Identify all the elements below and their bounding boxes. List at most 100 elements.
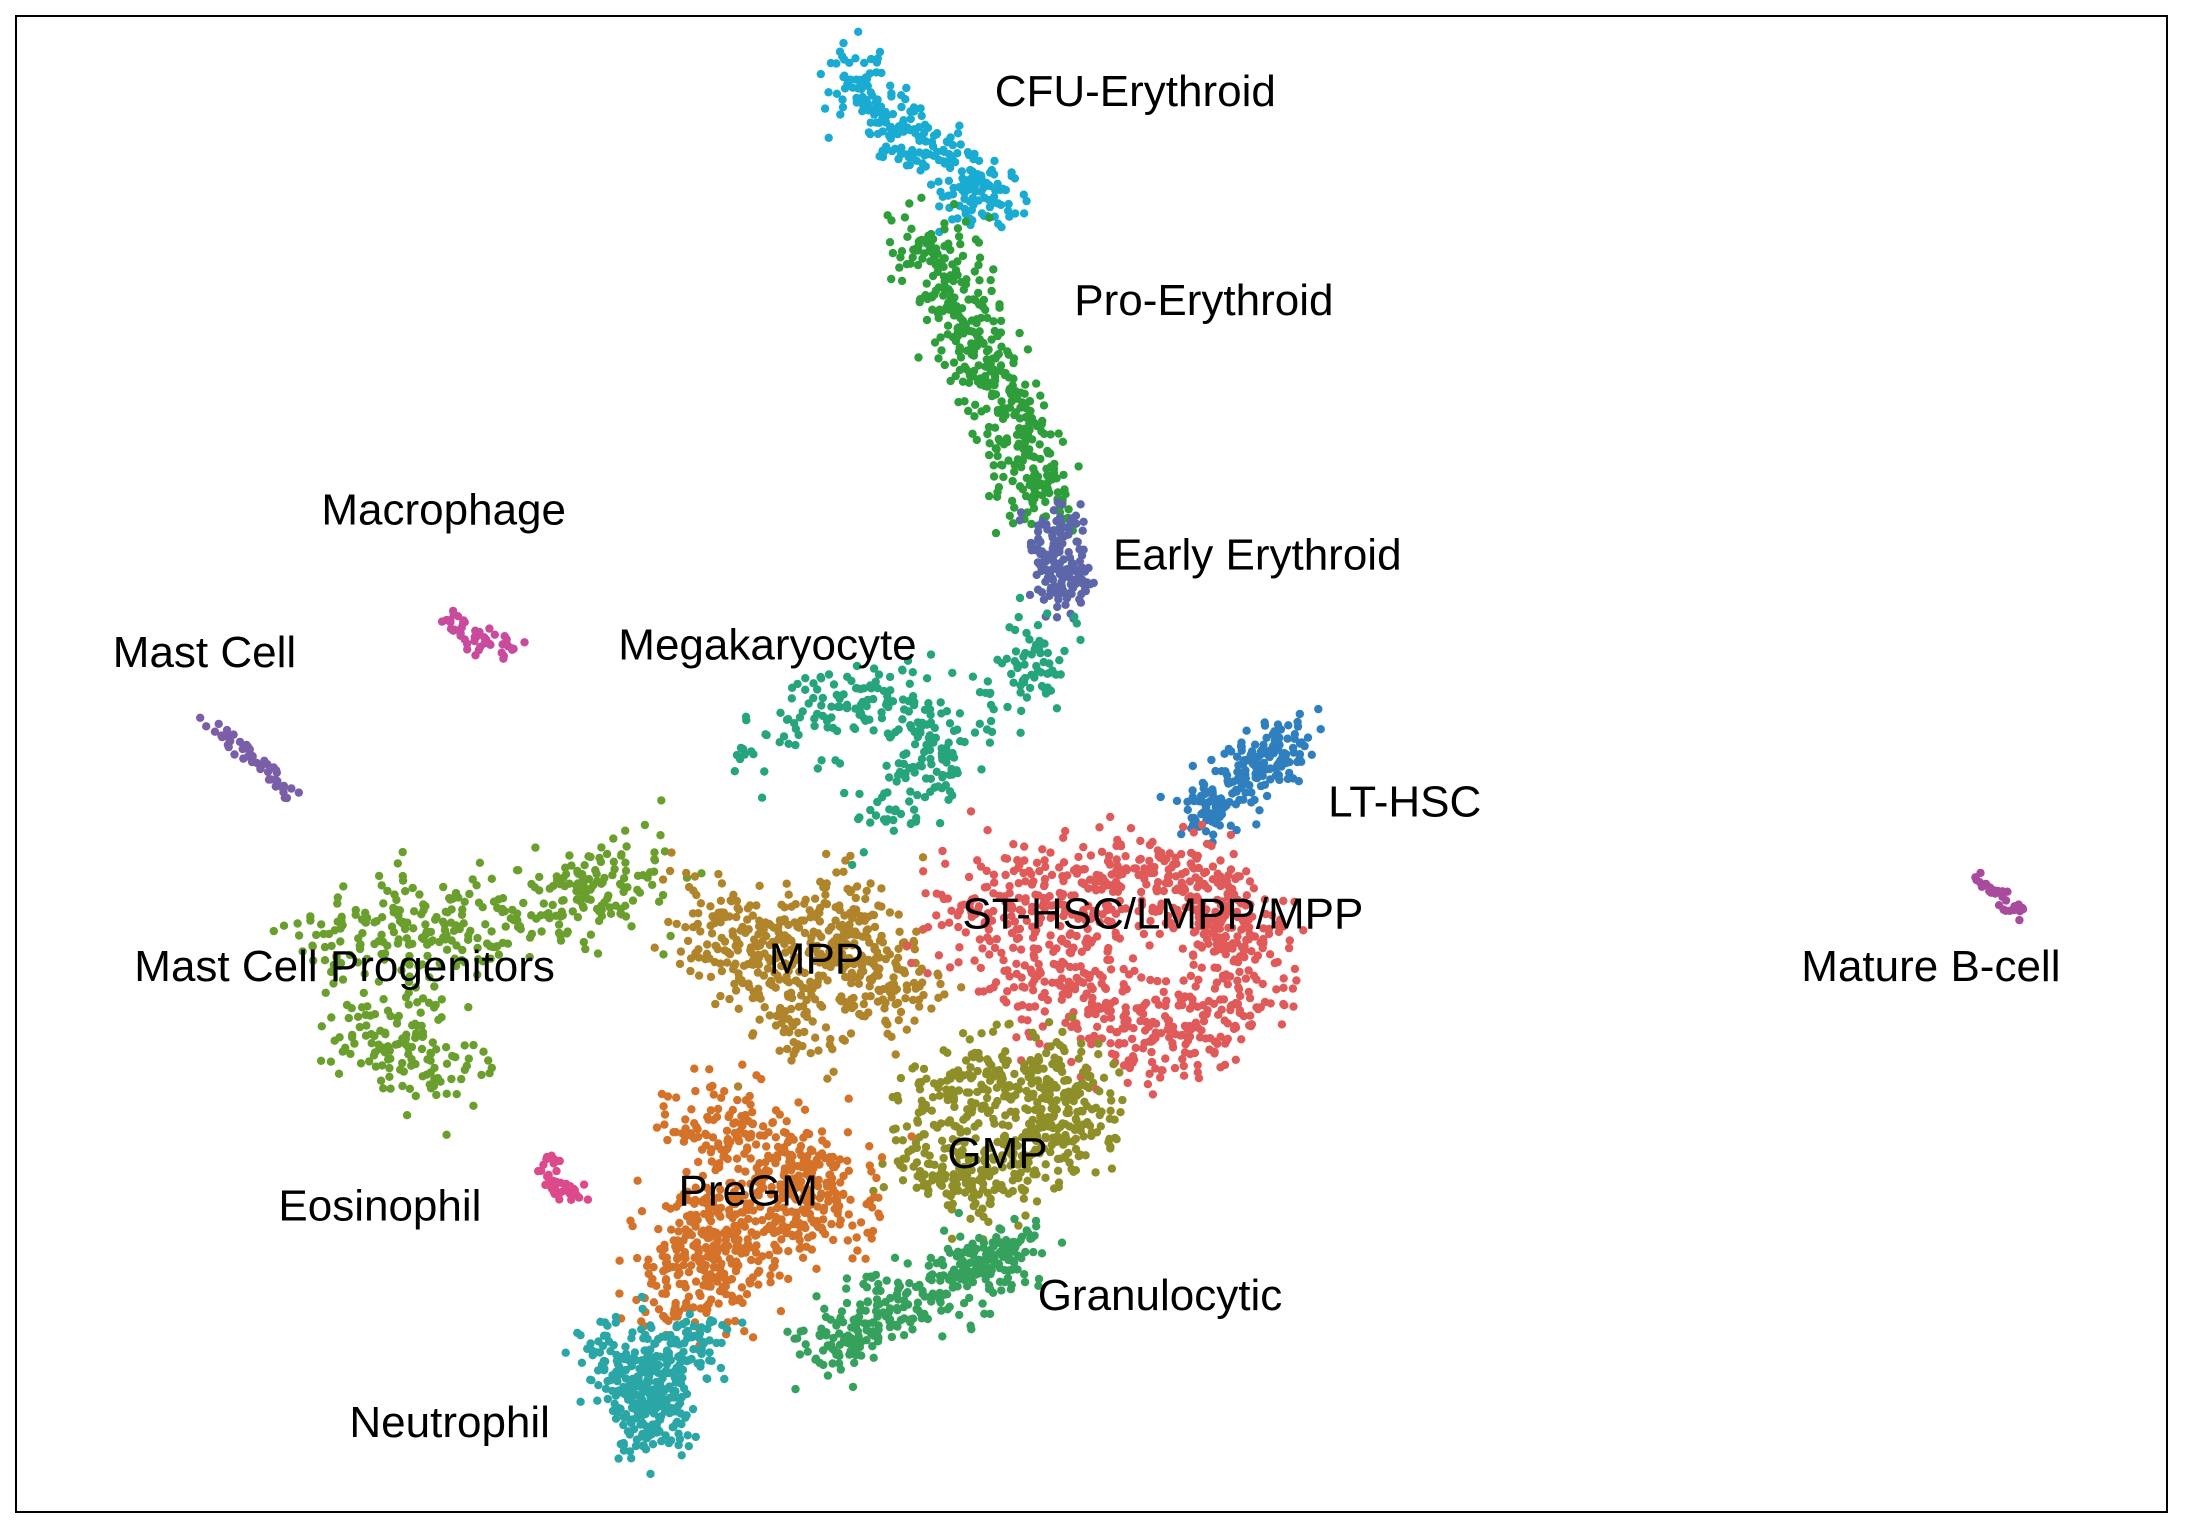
point-megakaryocyte: [926, 718, 936, 727]
point-st-hsc-lmpp-mpp: [1153, 976, 1162, 986]
point-pregm: [715, 1193, 724, 1202]
point-st-hsc-lmpp-mpp: [1041, 862, 1050, 872]
point-gmp: [1068, 1013, 1077, 1022]
point-megakaryocyte: [1045, 659, 1054, 668]
point-st-hsc-lmpp-mpp: [1218, 938, 1228, 947]
point-st-hsc-lmpp-mpp: [1035, 966, 1044, 975]
point-lt-hsc: [1246, 750, 1256, 759]
point-mast-cell-progenitors: [389, 908, 398, 917]
point-st-hsc-lmpp-mpp: [1288, 984, 1298, 993]
point-macrophage: [449, 626, 458, 635]
point-pregm: [791, 1184, 800, 1193]
point-st-hsc-lmpp-mpp: [1036, 913, 1046, 923]
point-pregm: [782, 1208, 791, 1217]
point-st-hsc-lmpp-mpp: [1292, 976, 1301, 985]
point-mpp: [841, 941, 850, 950]
point-gmp: [879, 1183, 888, 1192]
point-megakaryocyte: [889, 826, 898, 835]
point-st-hsc-lmpp-mpp: [978, 944, 987, 953]
point-pro-erythroid: [1074, 462, 1083, 471]
point-st-hsc-lmpp-mpp: [1260, 895, 1270, 904]
point-st-hsc-lmpp-mpp: [1162, 996, 1171, 1005]
point-mast-cell-progenitors: [398, 876, 408, 885]
point-gmp: [1109, 1060, 1118, 1069]
point-granulocytic: [868, 1318, 878, 1327]
point-mast-cell-progenitors: [609, 857, 618, 866]
point-mpp: [650, 943, 659, 952]
point-st-hsc-lmpp-mpp: [1046, 931, 1055, 940]
point-granulocytic: [812, 1292, 821, 1301]
point-pro-erythroid: [1035, 440, 1044, 449]
point-gmp: [942, 1189, 951, 1198]
point-megakaryocyte: [813, 764, 822, 773]
point-mast-cell-progenitors: [580, 861, 589, 870]
point-mast-cell-progenitors: [425, 973, 434, 982]
point-mast-cell-progenitors: [405, 972, 414, 981]
point-mpp: [811, 956, 820, 966]
point-pro-erythroid: [939, 291, 948, 300]
point-st-hsc-lmpp-mpp: [1226, 830, 1236, 840]
point-st-hsc-lmpp-mpp: [1189, 960, 1198, 969]
point-lt-hsc: [1188, 792, 1198, 802]
point-st-hsc-lmpp-mpp: [1151, 907, 1160, 916]
point-mast-cell-progenitors: [450, 954, 459, 963]
point-gmp: [973, 1087, 982, 1097]
point-gmp: [983, 1108, 993, 1118]
point-eosinophil: [552, 1166, 561, 1176]
point-pro-erythroid: [1018, 431, 1027, 440]
point-st-hsc-lmpp-mpp: [1062, 939, 1072, 948]
point-lt-hsc: [1219, 803, 1229, 812]
point-cfu-erythroid: [976, 171, 986, 180]
point-mpp: [802, 1012, 812, 1022]
point-st-hsc-lmpp-mpp: [1061, 826, 1070, 836]
point-pro-erythroid: [1010, 503, 1019, 512]
point-mpp: [891, 1050, 900, 1059]
point-cfu-erythroid: [936, 187, 945, 197]
point-pregm: [767, 1182, 776, 1192]
point-gmp: [974, 1119, 983, 1128]
point-pregm: [684, 1268, 694, 1277]
point-mpp: [777, 917, 787, 926]
point-mpp: [772, 1011, 781, 1021]
point-granulocytic: [833, 1318, 842, 1327]
point-mpp: [910, 945, 920, 954]
point-st-hsc-lmpp-mpp: [1272, 985, 1281, 994]
point-pro-erythroid: [930, 338, 940, 347]
point-megakaryocyte: [881, 817, 891, 826]
point-early-erythroid: [1078, 526, 1087, 535]
point-lt-hsc: [1274, 745, 1283, 754]
point-gmp: [1053, 1166, 1063, 1176]
point-pro-erythroid: [925, 245, 934, 255]
point-st-hsc-lmpp-mpp: [1132, 1004, 1141, 1013]
point-st-hsc-lmpp-mpp: [1189, 828, 1199, 837]
point-mast-cell-progenitors: [469, 1040, 478, 1050]
point-granulocytic: [1009, 1258, 1019, 1267]
point-megakaryocyte: [1060, 646, 1069, 656]
point-megakaryocyte: [791, 724, 801, 734]
point-lt-hsc: [1260, 718, 1269, 727]
point-granulocytic: [850, 1358, 859, 1368]
point-st-hsc-lmpp-mpp: [1233, 976, 1242, 985]
point-mast-cell-progenitors: [393, 859, 402, 868]
point-pregm: [656, 1244, 665, 1254]
point-st-hsc-lmpp-mpp: [1197, 963, 1207, 972]
point-st-hsc-lmpp-mpp: [1240, 918, 1249, 928]
point-st-hsc-lmpp-mpp: [1206, 1034, 1215, 1043]
point-gmp: [954, 1186, 963, 1195]
point-pregm: [661, 1276, 671, 1285]
point-st-hsc-lmpp-mpp: [1079, 968, 1089, 977]
point-cfu-erythroid: [982, 178, 991, 187]
point-mast-cell-progenitors: [451, 961, 461, 971]
point-mpp: [717, 966, 727, 976]
point-megakaryocyte: [981, 688, 990, 698]
point-mast-cell-progenitors: [513, 922, 523, 932]
point-mast-cell-progenitors: [419, 906, 428, 915]
point-st-hsc-lmpp-mpp: [1038, 1022, 1048, 1031]
point-mpp: [694, 971, 704, 980]
point-early-erythroid: [1082, 578, 1092, 587]
point-mast-cell-progenitors: [579, 903, 588, 912]
point-megakaryocyte: [944, 738, 953, 747]
point-gmp: [966, 1214, 975, 1224]
point-mpp: [792, 976, 801, 985]
point-gmp: [993, 1137, 1002, 1147]
